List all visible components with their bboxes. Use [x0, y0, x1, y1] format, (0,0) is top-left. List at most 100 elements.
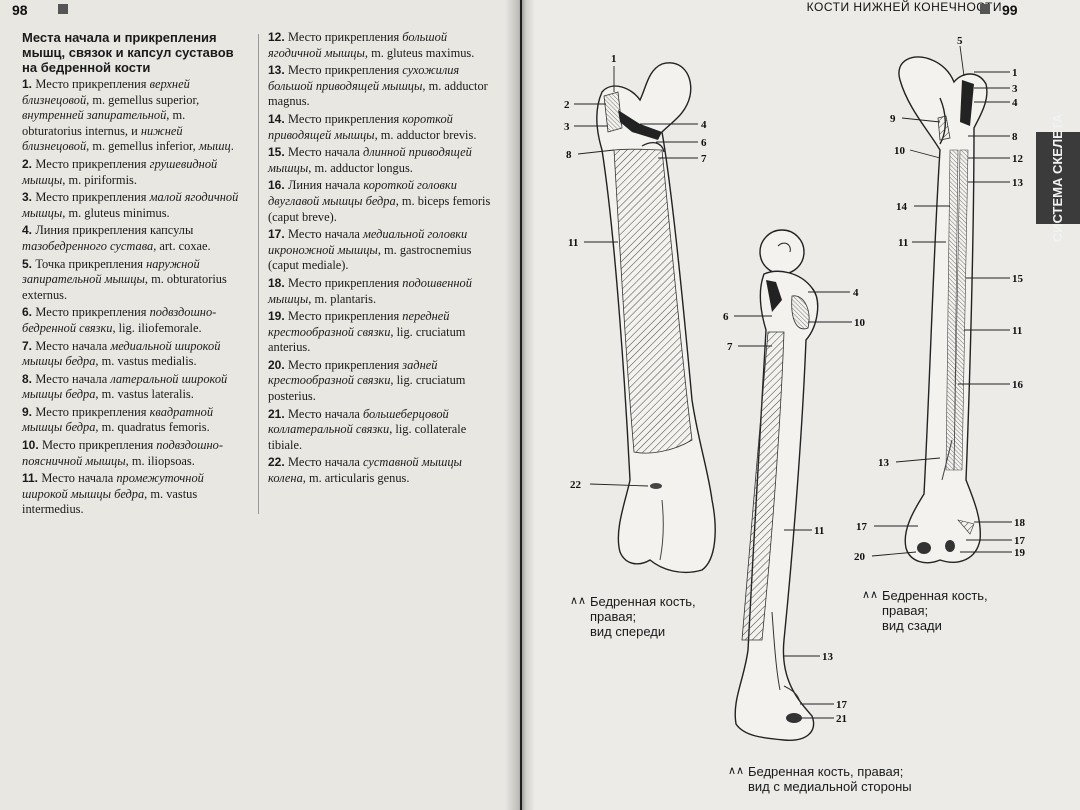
- caption-line: вид сзади: [882, 618, 942, 633]
- fig3-label: 11: [898, 237, 908, 249]
- entry-text: Место начала латеральной широкой мышцы б…: [22, 371, 228, 402]
- fig3-label: 11: [1012, 325, 1022, 337]
- left-page: 98 Места начала и прикрепления мышц, свя…: [0, 0, 520, 810]
- right-page: КОСТИ НИЖНЕЙ КОНЕЧНОСТИ 99 СИСТЕМА СКЕЛЕ…: [522, 0, 1080, 810]
- caption-line: Бедренная кость,: [882, 588, 988, 603]
- fig3-label: 20: [854, 551, 866, 563]
- entry-text: Место прикрепления сухожилия большой при…: [268, 63, 488, 109]
- attachment-entry: 7. Место начала медиальной широкой мышцы…: [22, 339, 244, 370]
- attachment-entry: 10. Место прикрепления подвздошно-поясни…: [22, 438, 244, 469]
- caption-arrow-icon: ∧∧: [728, 765, 745, 777]
- fig3-label: 19: [1014, 547, 1026, 559]
- caption-line: Бедренная кость, правая;: [748, 764, 904, 779]
- entry-text: Место прикрепления короткой приводящей м…: [268, 111, 477, 142]
- attachment-entry: 19. Место прикрепления передней крестооб…: [268, 309, 496, 356]
- page-marker-square: [980, 4, 990, 14]
- entry-number: 3.: [22, 190, 36, 205]
- fig3-label: 17: [856, 521, 868, 533]
- entry-text: Место начала большеберцовой коллатеральн…: [268, 406, 467, 452]
- fig2-label: 7: [727, 341, 733, 353]
- entry-number: 22.: [268, 455, 289, 470]
- fig2-label: 21: [836, 713, 847, 725]
- fig2-label: 4: [853, 287, 859, 299]
- entry-number: 9.: [22, 404, 36, 419]
- entry-number: 7.: [22, 338, 36, 353]
- text-column-2: 12. Место прикрепления большой ягодичной…: [268, 30, 496, 489]
- attachment-entry: 5. Точка прикрепления наружной запирател…: [22, 257, 244, 304]
- text-column-1: Места начала и прикрепления мышц, связок…: [22, 30, 244, 520]
- column-2-entries: 12. Место прикрепления большой ягодичной…: [268, 30, 496, 487]
- attachment-entry: 21. Место начала большеберцовой коллатер…: [268, 407, 496, 454]
- fig1-label: 1: [611, 53, 617, 65]
- entry-text: Место прикрепления большой ягодичной мыш…: [268, 30, 475, 60]
- fig3-label: 10: [894, 145, 906, 157]
- entry-number: 12.: [268, 30, 289, 44]
- entry-text: Место прикрепления подошвенной мышцы, m.…: [268, 275, 472, 306]
- entry-text: Место начала суставной мышцы колена, m. …: [268, 455, 462, 486]
- fig3-label: 8: [1012, 131, 1018, 143]
- entry-number: 11.: [22, 471, 42, 486]
- section-heading: Места начала и прикрепления мышц, связок…: [22, 30, 234, 75]
- caption-arrow-icon: ∧∧: [570, 595, 587, 607]
- fig3-label: 17: [1014, 535, 1026, 547]
- fig1-label: 6: [701, 137, 707, 149]
- entry-text: Место прикрепления квадратной мышцы бедр…: [22, 404, 214, 435]
- entry-text: Место прикрепления подвздошно-поясничной…: [22, 438, 223, 468]
- entry-text: Линия прикрепления капсулы тазобедренног…: [22, 223, 211, 253]
- attachment-entry: 13. Место прикрепления сухожилия большой…: [268, 63, 496, 110]
- left-page-number: 98: [12, 2, 28, 18]
- fig3-label: 4: [1012, 97, 1018, 109]
- attachment-entry: 4. Линия прикрепления капсулы тазобедрен…: [22, 223, 244, 254]
- entry-number: 5.: [22, 256, 36, 271]
- fig3-label: 14: [896, 201, 908, 213]
- fig3-label: 9: [890, 113, 896, 125]
- entry-number: 1.: [22, 77, 36, 91]
- fig3-label: 18: [1014, 517, 1026, 529]
- column-divider: [258, 34, 259, 514]
- caption-line: вид с медиальной стороны: [748, 779, 912, 794]
- entry-number: 14.: [268, 111, 289, 126]
- fig1-label: 22: [570, 479, 582, 491]
- fig2-label: 6: [723, 311, 729, 323]
- caption-posterior-view: ∧∧ Бедренная кость, правая; вид сзади: [862, 588, 988, 633]
- entry-text: Место начала медиальной широкой мышцы бе…: [22, 338, 221, 369]
- entry-number: 2.: [22, 156, 36, 171]
- entry-number: 4.: [22, 223, 36, 238]
- fig1-label: 7: [701, 153, 707, 165]
- femur-illustrations: 1 2 3 4 6 7 8 11 22 4 6 10 7 11 13 17 21…: [564, 35, 1026, 741]
- entry-text: Место прикрепления верхней близнецовой, …: [22, 77, 234, 154]
- entry-number: 21.: [268, 406, 289, 421]
- entry-number: 15.: [268, 145, 289, 160]
- attachment-entry: 17. Место начала медиальной головки икро…: [268, 227, 496, 274]
- entry-number: 17.: [268, 227, 289, 242]
- caption-anterior-view: ∧∧ Бедренная кость, правая; вид спереди: [570, 594, 696, 639]
- fig2-label: 13: [822, 651, 834, 663]
- entry-number: 6.: [22, 305, 36, 320]
- attachment-entry: 12. Место прикрепления большой ягодичной…: [268, 30, 496, 61]
- fig3-label: 16: [1012, 379, 1024, 391]
- attachment-entry: 9. Место прикрепления квадратной мышцы б…: [22, 405, 244, 436]
- entry-text: Место прикрепления подвздошно-бедренной …: [22, 305, 217, 335]
- attachment-entry: 15. Место начала длинной приводящей мышц…: [268, 145, 496, 176]
- entry-number: 20.: [268, 357, 289, 372]
- fig3-label: 13: [1012, 177, 1024, 189]
- right-page-number: 99: [1002, 2, 1018, 18]
- section-side-tab: СИСТЕМА СКЕЛЕТА: [1036, 114, 1080, 242]
- caption-line: Бедренная кость,: [590, 594, 696, 609]
- fig1-label: 4: [701, 119, 707, 131]
- attachment-entry: 16. Линия начала короткой головки двугла…: [268, 178, 496, 225]
- attachment-entry: 14. Место прикрепления короткой приводящ…: [268, 112, 496, 143]
- fig3-label: 13: [878, 457, 890, 469]
- fig1-label: 8: [566, 149, 572, 161]
- fig3-label: 15: [1012, 273, 1024, 285]
- entry-text: Место начала длинной приводящей мышцы, m…: [268, 145, 472, 175]
- entry-text: Место прикрепления задней крестообразной…: [268, 357, 466, 404]
- fig3-label: 1: [1012, 67, 1018, 79]
- entry-number: 8.: [22, 371, 36, 386]
- caption-line: вид спереди: [590, 624, 666, 639]
- figure-labels: 1 2 3 4 6 7 8 11 22 4 6 10 7 11 13 17 21…: [564, 35, 1026, 725]
- column-1-entries: 1. Место прикрепления верхней близнецово…: [22, 77, 244, 518]
- fig2-label: 10: [854, 317, 866, 329]
- attachment-entry: 3. Место прикрепления малой ягодичной мы…: [22, 190, 244, 221]
